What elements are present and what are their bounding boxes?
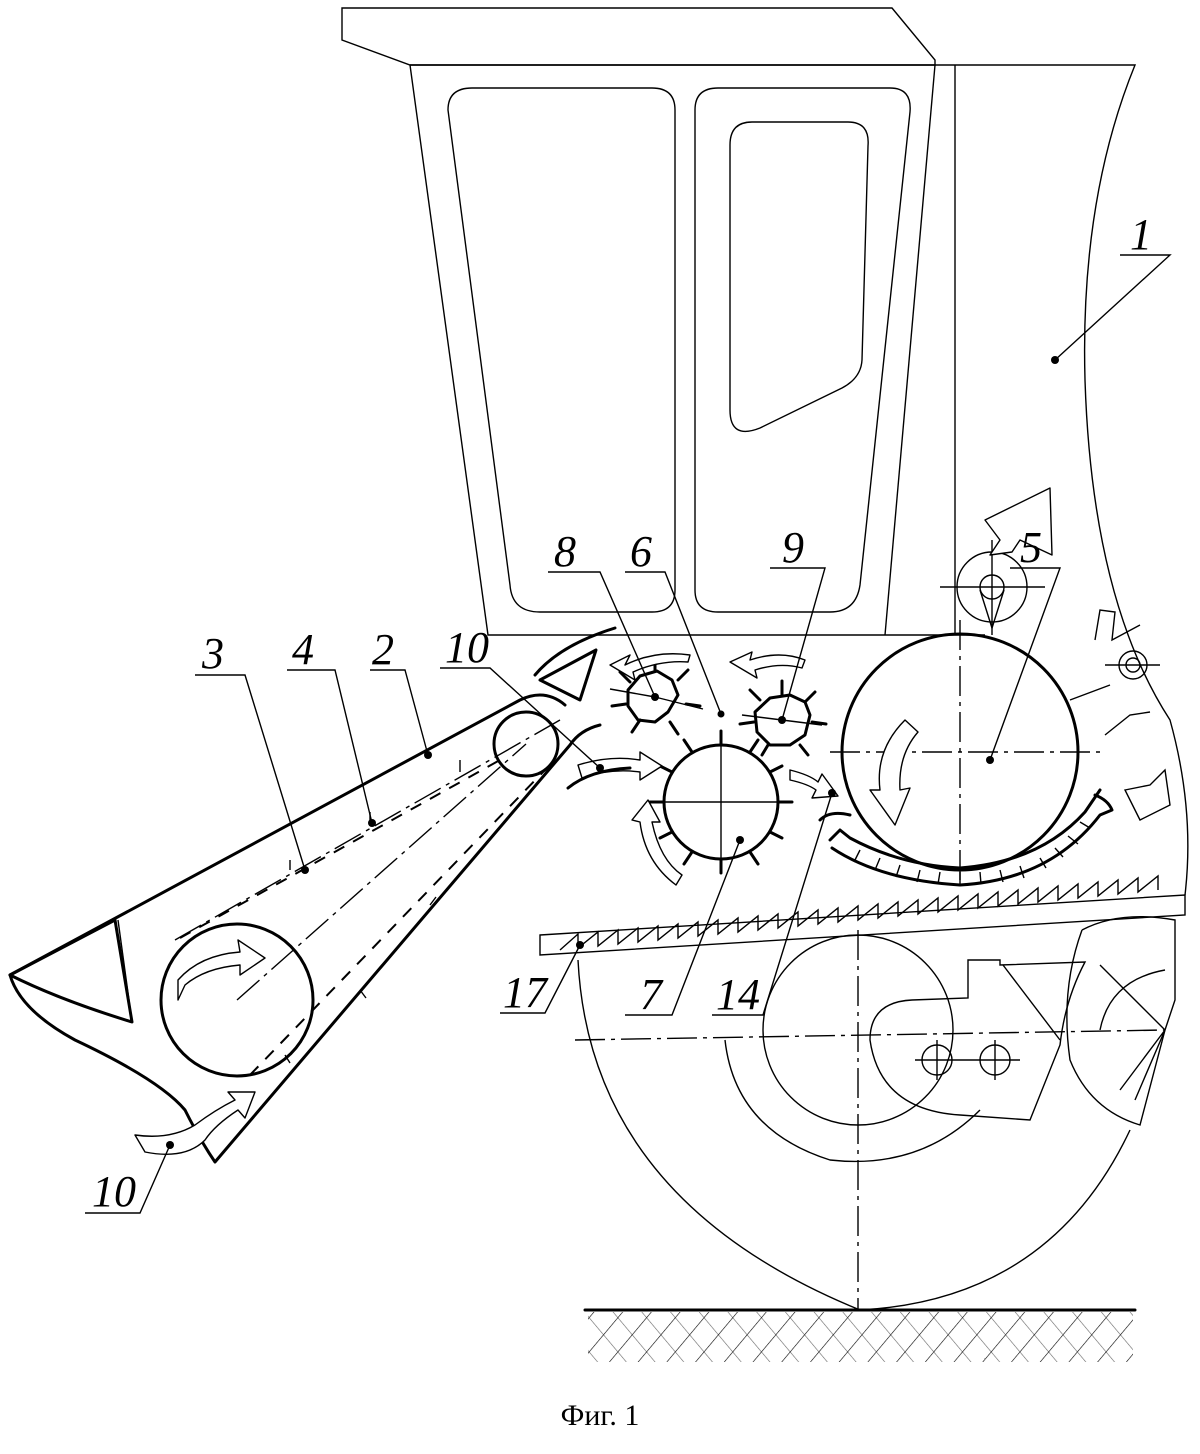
flow-arrow-14 — [789, 769, 839, 799]
beater-8 — [609, 653, 704, 736]
feeder-lower-drum — [159, 922, 315, 1078]
feeder-upper-drum — [492, 710, 560, 778]
label-4: 4 — [292, 625, 314, 674]
label-14: 14 — [716, 970, 760, 1019]
reference-labels: 1 5 8 6 9 3 4 2 10 10 17 7 14 — [92, 210, 1152, 1216]
label-8: 8 — [554, 527, 576, 576]
figure-caption: Фиг. 1 — [561, 1399, 640, 1432]
feeder-housing — [8, 693, 602, 1164]
beater-cover — [533, 626, 617, 702]
cab-pivot — [940, 487, 1053, 635]
right-mechanism — [1069, 609, 1171, 821]
label-6: 6 — [630, 527, 652, 576]
beater-9 — [729, 651, 828, 757]
ground — [583, 1308, 1137, 1362]
label-1: 1 — [1130, 210, 1152, 259]
label-7: 7 — [640, 970, 664, 1019]
label-10-bottom: 10 — [92, 1167, 136, 1216]
cab — [341, 7, 1189, 896]
wheel-assembly — [574, 916, 1176, 1311]
threshing-drum-5 — [818, 620, 1114, 887]
label-10-top: 10 — [445, 623, 489, 672]
label-9: 9 — [782, 523, 804, 572]
label-2: 2 — [372, 625, 394, 674]
drum-7 — [566, 710, 794, 886]
label-5: 5 — [1020, 523, 1042, 572]
sieve-17 — [539, 874, 1186, 956]
flow-arrow-inlet — [134, 1091, 256, 1155]
label-17: 17 — [503, 968, 549, 1017]
leader-lines — [85, 254, 1172, 1214]
label-3: 3 — [201, 629, 224, 678]
